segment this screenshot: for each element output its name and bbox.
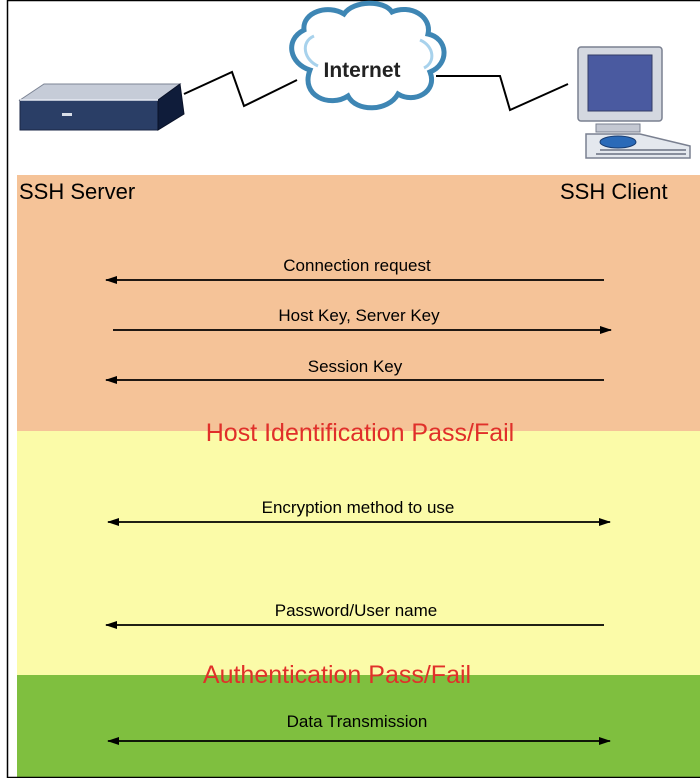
message-label-session-key: Session Key [308, 357, 403, 376]
message-label-data-transmission: Data Transmission [287, 712, 428, 731]
phase-authentication-band [17, 431, 700, 675]
server-link-line [184, 72, 297, 106]
authentication-result-label: Authentication Pass/Fail [203, 661, 471, 689]
message-label-connection-request: Connection request [283, 256, 431, 275]
client-link-line [436, 76, 568, 110]
internet-label: Internet [323, 59, 400, 82]
server-device-icon [20, 84, 184, 130]
host-identification-result-label: Host Identification Pass/Fail [206, 419, 514, 447]
client-computer-icon [578, 47, 690, 158]
ssh-client-label: SSH Client [560, 179, 668, 204]
message-label-encryption-method: Encryption method to use [262, 498, 455, 517]
message-label-password-user-name: Password/User name [275, 601, 438, 620]
message-label-host-key-server-key: Host Key, Server Key [278, 306, 440, 325]
phase-host-identification-band [17, 175, 700, 431]
ssh-server-label: SSH Server [19, 179, 135, 204]
internet-cloud-icon [292, 3, 444, 108]
